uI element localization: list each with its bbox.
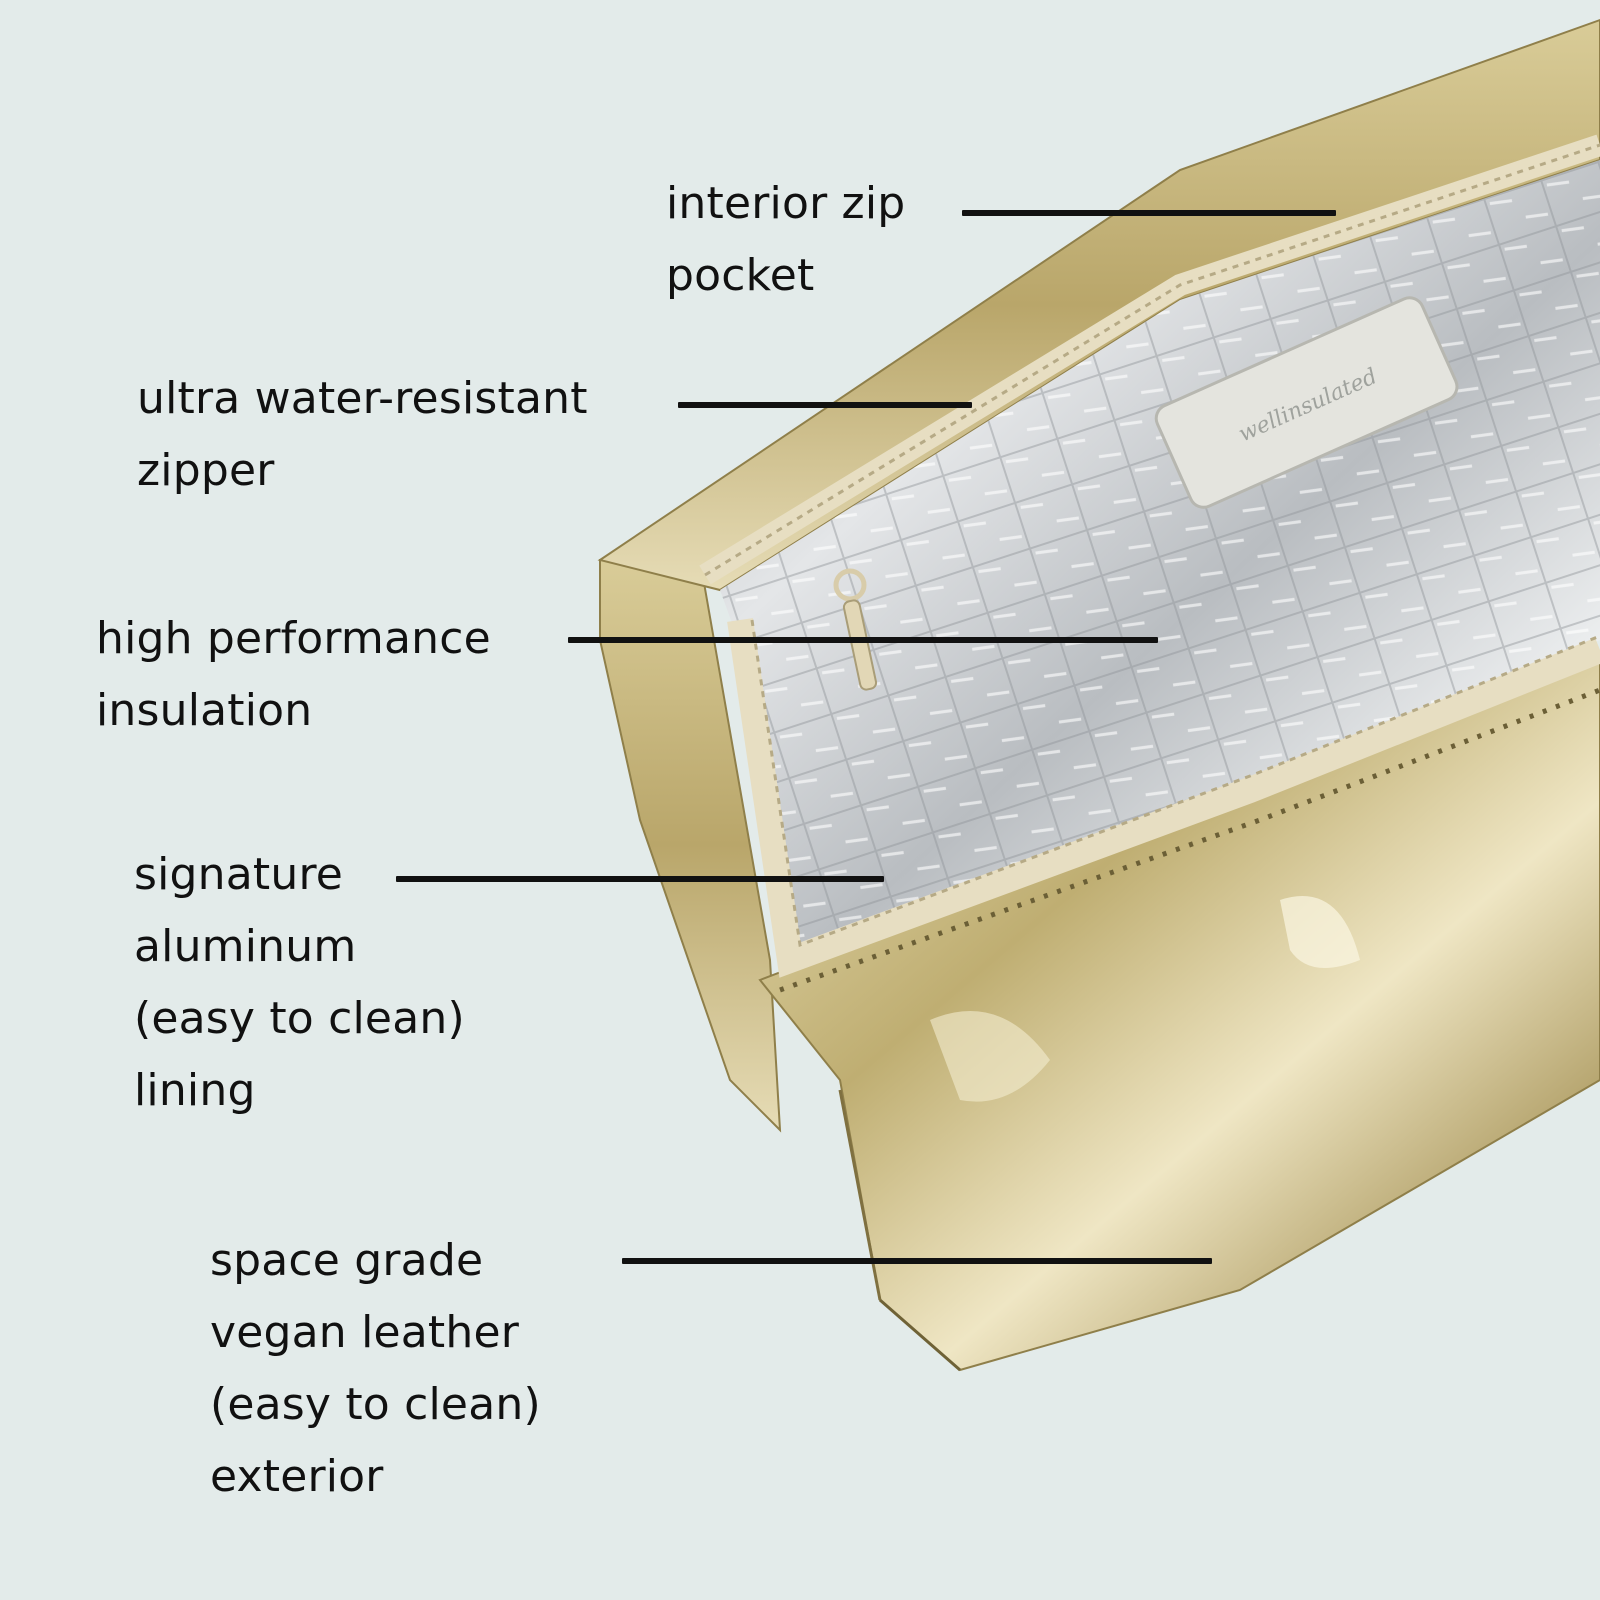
zipper-tape-front xyxy=(727,618,1600,978)
callout-line: lining xyxy=(134,1065,256,1116)
callout-line: insulation xyxy=(96,685,313,736)
leader-line-lining xyxy=(396,876,884,882)
callout-label-exterior: space grade vegan leather (easy to clean… xyxy=(210,1225,541,1513)
callout-line: aluminum xyxy=(134,921,357,972)
callout-line: vegan leather xyxy=(210,1307,520,1358)
callout-line: (easy to clean) xyxy=(210,1379,541,1430)
leader-line-interior-zip-pocket xyxy=(962,210,1336,216)
callout-line: space grade xyxy=(210,1235,484,1286)
callout-line: zipper xyxy=(137,445,275,496)
leader-line-insulation xyxy=(568,637,1158,643)
callout-line: exterior xyxy=(210,1451,384,1502)
callout-label-interior-zip-pocket: interior zip pocket xyxy=(666,168,905,312)
callout-line: pocket xyxy=(666,250,815,301)
bag-side-panel xyxy=(599,559,782,1133)
callout-line: interior zip xyxy=(666,178,906,229)
callout-label-zipper: ultra water-resistant zipper xyxy=(137,363,588,507)
leader-line-exterior xyxy=(622,1258,1212,1264)
zipper-pull xyxy=(842,599,878,691)
interior-pocket-tag: wellinsulated xyxy=(1154,296,1459,509)
callout-line: high performance xyxy=(96,613,491,664)
callout-line: (easy to clean) xyxy=(134,993,465,1044)
callout-line: ultra water-resistant xyxy=(137,373,588,424)
callout-label-insulation: high performance insulation xyxy=(96,603,491,747)
callout-line: signature xyxy=(134,849,344,900)
zipper-pull-ring xyxy=(833,568,867,602)
callout-label-lining: signature aluminum (easy to clean) linin… xyxy=(134,839,465,1127)
bag-exterior xyxy=(758,658,1600,1372)
leader-line-zipper xyxy=(678,402,972,408)
